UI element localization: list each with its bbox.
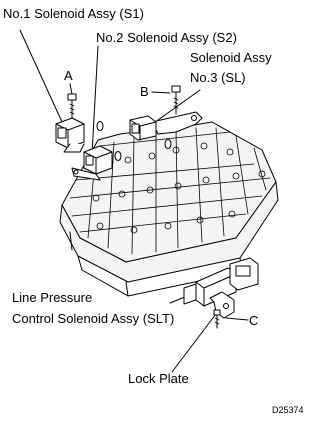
leader-b: [151, 91, 171, 94]
valve-body-front-face: [59, 181, 279, 283]
leader-sl: [157, 89, 201, 121]
leader-a: [69, 83, 73, 95]
o-ring-sl: [164, 139, 172, 149]
label-b: B: [140, 84, 149, 99]
leader-s2: [91, 45, 99, 155]
solenoid-sl: [129, 111, 203, 141]
label-slt-line2: Control Solenoid Assy (SLT): [12, 311, 175, 326]
label-a: A: [64, 68, 73, 83]
leader-lock-plate: [171, 305, 223, 373]
label-s1: No.1 Solenoid Assy (S1): [3, 6, 144, 21]
label-s2: No.2 Solenoid Assy (S2): [96, 30, 237, 45]
solenoid-s2: [71, 145, 113, 181]
label-sl-line2: No.3 (SL): [190, 70, 246, 85]
o-ring-s1: [96, 121, 104, 131]
valve-body-bolts: [92, 142, 266, 234]
label-c: C: [249, 313, 259, 328]
solenoid-slt: [183, 257, 259, 307]
o-ring-s2: [114, 151, 122, 161]
leader-s1: [19, 29, 63, 123]
label-sl-line1: Solenoid Assy: [190, 50, 272, 65]
label-slt-line1: Line Pressure: [12, 290, 93, 305]
solenoid-s1: [55, 117, 85, 153]
bolt-b: [171, 85, 181, 115]
label-lock-plate: Lock Plate: [128, 371, 189, 386]
leader-c: [225, 317, 249, 321]
figure-id: D25374: [272, 405, 304, 415]
bolt-c: [213, 309, 221, 329]
bolt-a: [67, 93, 77, 119]
